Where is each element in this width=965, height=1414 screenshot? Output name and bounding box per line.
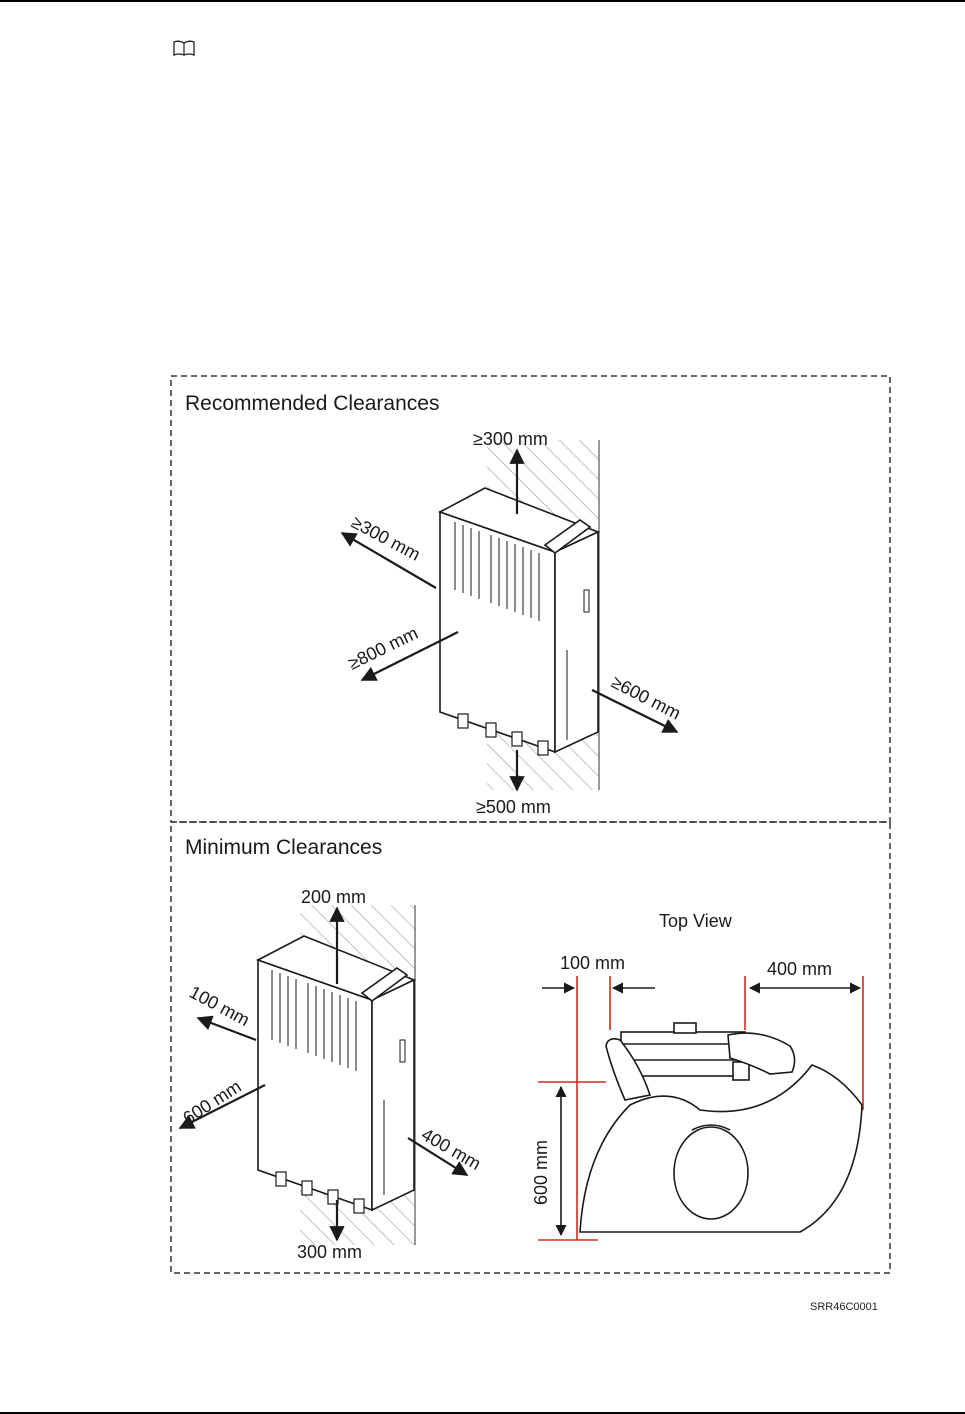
top-view-right-gap-label: 400 mm: [767, 959, 832, 979]
min-left-upper-label: 100 mm: [186, 982, 253, 1030]
min-right-label: 400 mm: [418, 1124, 484, 1174]
minimum-title: Minimum Clearances: [185, 836, 382, 859]
rec-left-lower-label: ≥800 mm: [345, 623, 421, 674]
figure-id: SRR46C0001: [810, 1301, 878, 1313]
top-view-left-gap-label: 100 mm: [560, 953, 625, 973]
min-left-lower-label: 600 mm: [179, 1076, 244, 1128]
recommended-cabinet: [440, 488, 598, 755]
min-bottom-label: 300 mm: [297, 1242, 362, 1262]
top-view-depth-label: 600 mm: [531, 1140, 551, 1205]
rec-top-label: ≥300 mm: [473, 429, 548, 449]
top-view-title: Top View: [659, 911, 733, 931]
rec-left-upper-label: ≥300 mm: [348, 512, 424, 565]
min-top-label: 200 mm: [301, 887, 366, 907]
recommended-title: Recommended Clearances: [185, 392, 439, 415]
rec-bottom-label: ≥500 mm: [476, 797, 551, 817]
